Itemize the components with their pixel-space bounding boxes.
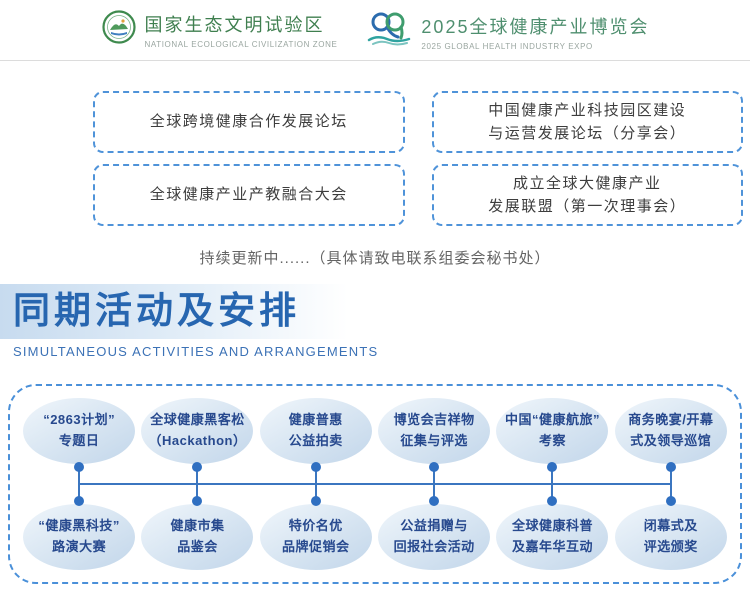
timeline-bottom-row: “健康黑科技” 路演大赛 健康市集 品鉴会 特价名优 品牌促销会 公益捐赠与 回… bbox=[20, 503, 730, 570]
bubble-line: 回报社会活动 bbox=[393, 538, 475, 554]
forum-box-line: 全球跨境健康合作发展论坛 bbox=[149, 113, 348, 131]
timeline-connector-column bbox=[612, 461, 730, 506]
activity-bubble-health-market: 健康市集 品鉴会 bbox=[141, 503, 254, 570]
bubble-line: “2863计划” bbox=[43, 411, 116, 427]
ecological-zone-logo-text: 国家生态文明试验区 NATIONAL ECOLOGICAL CIVILIZATI… bbox=[145, 11, 338, 49]
bubble-line: 专题日 bbox=[58, 432, 100, 448]
bubble-line: 博览会吉祥物 bbox=[393, 411, 475, 427]
update-note: 持续更新中......（具体请致电联系组委会秘书处） bbox=[199, 250, 551, 267]
bubble-line: 全球健康科普 bbox=[511, 517, 593, 533]
expo-emblem-icon bbox=[365, 9, 413, 54]
bubble-line: 评选颁奖 bbox=[643, 538, 698, 554]
timeline-top-row: “2863计划” 专题日 全球健康黑客松 （Hackathon） 健康普惠 公益… bbox=[20, 397, 730, 464]
timeline-node-dot bbox=[547, 495, 558, 506]
activity-bubble-science-carnival: 全球健康科普 及嘉年华互动 bbox=[496, 503, 609, 570]
bubble-line: 征集与评选 bbox=[400, 432, 468, 448]
activity-bubble-hackathon: 全球健康黑客松 （Hackathon） bbox=[141, 397, 254, 464]
activity-bubble-charity-donation: 公益捐赠与 回报社会活动 bbox=[378, 503, 491, 570]
timeline-node-dot bbox=[310, 495, 321, 506]
bubble-line: 品牌促销会 bbox=[282, 538, 350, 554]
ecological-zone-title: 国家生态文明试验区 bbox=[144, 14, 325, 35]
ecological-zone-logo-group: 国家生态文明试验区 NATIONAL ECOLOGICAL CIVILIZATI… bbox=[101, 9, 338, 50]
timeline-connector-band bbox=[20, 461, 730, 506]
connector-vertical-line bbox=[551, 467, 554, 500]
timeline-node-dot bbox=[74, 495, 85, 506]
timeline-node-dot bbox=[665, 495, 676, 506]
bubble-line: “健康黑科技” bbox=[38, 517, 120, 533]
forum-boxes-grid: 全球跨境健康合作发展论坛 中国健康产业科技园区建设 与运营发展论坛（分享会） 全… bbox=[93, 91, 743, 226]
forum-box-line: 中国健康产业科技园区建设 bbox=[488, 101, 687, 119]
connector-vertical-line bbox=[314, 467, 317, 500]
timeline-node-dot bbox=[547, 461, 558, 472]
activity-bubble-charity-auction: 健康普惠 公益拍卖 bbox=[259, 397, 372, 464]
ecological-zone-subtitle: NATIONAL ECOLOGICAL CIVILIZATION ZONE bbox=[144, 39, 338, 49]
expo-logo-group: 2025全球健康产业博览会 2025 GLOBAL HEALTH INDUSTR… bbox=[365, 9, 649, 54]
forum-box-tech-park: 中国健康产业科技园区建设 与运营发展论坛（分享会） bbox=[431, 91, 743, 153]
bubble-line: 路演大赛 bbox=[52, 538, 107, 554]
forum-box-line: 发展联盟（第一次理事会） bbox=[488, 198, 687, 215]
bubble-line: 全球健康黑客松 bbox=[150, 411, 245, 427]
bubble-line: 中国“健康航旅” bbox=[504, 411, 600, 427]
bubble-line: 健康普惠 bbox=[288, 411, 343, 427]
timeline-connector-column bbox=[493, 461, 611, 506]
bubble-line: 健康市集 bbox=[170, 517, 225, 533]
forum-box-line: 全球健康产业产教融合大会 bbox=[149, 186, 348, 204]
bubble-line: 公益拍卖 bbox=[288, 432, 343, 448]
bubble-line: 特价名优 bbox=[288, 517, 343, 533]
bubble-line: 闭幕式及 bbox=[643, 517, 698, 533]
timeline-node-dot bbox=[665, 461, 676, 472]
forum-box-alliance: 成立全球大健康产业 发展联盟（第一次理事会） bbox=[431, 164, 743, 226]
expo-logo-text: 2025全球健康产业博览会 2025 GLOBAL HEALTH INDUSTR… bbox=[421, 13, 649, 51]
section-title: 同期活动及安排 bbox=[13, 290, 300, 331]
forum-box-industry-education: 全球健康产业产教融合大会 bbox=[93, 164, 405, 226]
timeline-node-dot bbox=[429, 495, 440, 506]
connector-vertical-line bbox=[196, 467, 199, 500]
activities-timeline: “2863计划” 专题日 全球健康黑客松 （Hackathon） 健康普惠 公益… bbox=[8, 383, 742, 584]
timeline-connector-column bbox=[257, 461, 375, 506]
ecological-zone-emblem-icon bbox=[101, 9, 137, 50]
activity-bubble-closing-awards: 闭幕式及 评选颁奖 bbox=[614, 503, 727, 570]
activity-bubble-black-tech-roadshow: “健康黑科技” 路演大赛 bbox=[23, 503, 136, 570]
forum-box-cross-border: 全球跨境健康合作发展论坛 bbox=[93, 91, 405, 153]
header: 国家生态文明试验区 NATIONAL ECOLOGICAL CIVILIZATI… bbox=[0, 0, 750, 61]
bubble-line: 式及领导巡馆 bbox=[630, 432, 712, 448]
section-title-band: 同期活动及安排 bbox=[0, 284, 348, 339]
timeline-node-dot bbox=[192, 461, 203, 472]
activity-bubble-health-travel: 中国“健康航旅” 考察 bbox=[496, 397, 609, 464]
timeline-node-dot bbox=[74, 461, 85, 472]
expo-title: 2025全球健康产业博览会 bbox=[421, 16, 650, 37]
timeline-spine-line bbox=[79, 482, 671, 485]
forum-box-line: 与运营发展论坛（分享会） bbox=[488, 125, 687, 142]
connector-vertical-line bbox=[669, 467, 672, 500]
activity-bubble-2863-plan: “2863计划” 专题日 bbox=[23, 397, 136, 464]
bubble-line: 品鉴会 bbox=[177, 538, 218, 554]
connector-vertical-line bbox=[433, 467, 436, 500]
timeline-node-dot bbox=[192, 495, 203, 506]
bubble-line: 商务晚宴/开幕 bbox=[628, 411, 714, 427]
bubble-line: 考察 bbox=[538, 432, 566, 448]
activity-bubble-opening-dinner: 商务晚宴/开幕 式及领导巡馆 bbox=[614, 397, 727, 464]
bubble-line: 公益捐赠与 bbox=[400, 517, 468, 533]
timeline-connector-column bbox=[138, 461, 256, 506]
timeline-node-dot bbox=[429, 461, 440, 472]
activity-bubble-brand-promotion: 特价名优 品牌促销会 bbox=[259, 503, 372, 570]
timeline-node-dot bbox=[310, 461, 321, 472]
forum-box-line: 成立全球大健康产业 bbox=[512, 174, 662, 192]
bubble-line: 及嘉年华互动 bbox=[511, 538, 593, 554]
expo-subtitle: 2025 GLOBAL HEALTH INDUSTRY EXPO bbox=[421, 41, 593, 51]
timeline-connector-column bbox=[20, 461, 138, 506]
activity-bubble-mascot: 博览会吉祥物 征集与评选 bbox=[378, 397, 491, 464]
section-subtitle: SIMULTANEOUS ACTIVITIES AND ARRANGEMENTS bbox=[13, 343, 379, 359]
bubble-line: （Hackathon） bbox=[148, 432, 247, 448]
timeline-connector-column bbox=[375, 461, 493, 506]
connector-vertical-line bbox=[78, 467, 81, 500]
